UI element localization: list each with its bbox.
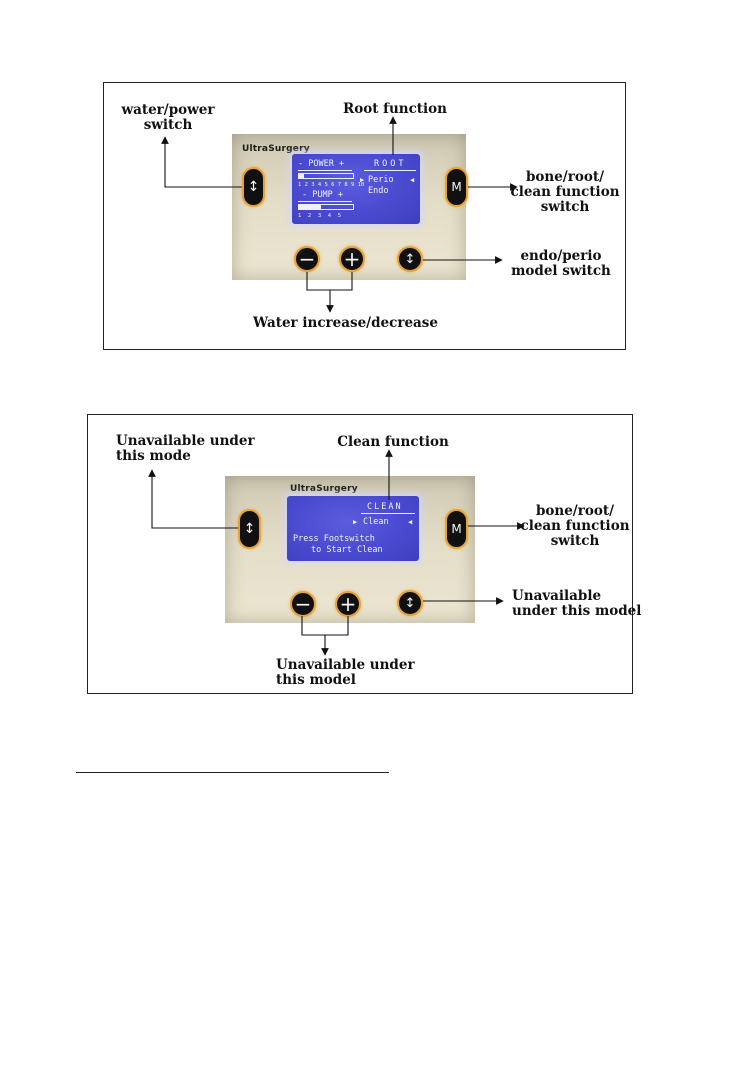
water-increase-button[interactable]: + — [339, 246, 365, 272]
mode-title-underline — [364, 170, 416, 171]
water-power-switch-button[interactable]: ↕ — [242, 167, 265, 207]
menu-item-endo: Endo — [368, 186, 389, 196]
label-water-increase-decrease: Water increase/decrease — [253, 315, 438, 331]
menu-item-perio: Perio — [368, 175, 394, 185]
pump-scale: 1 2 3 4 5 — [298, 213, 342, 219]
mode-title: ROOT — [374, 159, 407, 169]
power-header-underline — [298, 170, 352, 171]
endo-perio-switch-button-2[interactable]: ↕ — [397, 590, 423, 616]
footswitch-message-line1: Press Footswitch — [293, 534, 375, 544]
clean-selected-arrow-right: ◀ — [408, 518, 413, 526]
pump-bar — [298, 204, 354, 210]
function-switch-m-button[interactable]: M — [445, 167, 468, 207]
label-root-function: Root function — [342, 101, 447, 117]
selected-arrow-right: ◀ — [410, 176, 415, 184]
clean-title-underline — [361, 513, 415, 514]
menu-item-clean: Clean — [363, 517, 389, 527]
pump-header: - PUMP + — [302, 190, 343, 200]
pump-bar-fill — [299, 205, 321, 209]
clean-mode-title: CLEAN — [367, 502, 403, 512]
lcd-screen-2: CLEAN ▶ Clean ◀ Press Footswitch to Star… — [287, 496, 419, 561]
endo-perio-switch-button[interactable]: ↕ — [397, 246, 423, 272]
power-bar-fill — [299, 174, 305, 178]
selected-arrow-left: ▶ — [360, 176, 365, 184]
label-clean-function: Clean function — [337, 434, 449, 450]
power-scale: 1 2 3 4 5 6 7 8 9 10 — [298, 182, 365, 188]
water-decrease-button-2[interactable]: − — [290, 591, 316, 617]
water-increase-button-2[interactable]: + — [335, 591, 361, 617]
water-decrease-button[interactable]: − — [294, 246, 320, 272]
footswitch-message-line2: to Start Clean — [311, 545, 383, 555]
lcd-screen-1: - POWER + 1 2 3 4 5 6 7 8 9 10 - PUMP + … — [292, 154, 420, 224]
brand-logo-1: UltraSurgery — [242, 144, 310, 154]
power-bar — [298, 173, 354, 179]
brand-logo-2: UltraSurgery — [290, 484, 358, 494]
pump-header-underline — [298, 201, 352, 202]
footnote-rule — [76, 772, 389, 773]
function-switch-m-button-2[interactable]: M — [445, 509, 468, 549]
clean-selected-arrow-left: ▶ — [353, 518, 358, 526]
power-header: - POWER + — [298, 159, 345, 169]
water-power-switch-button-2[interactable]: ↕ — [238, 509, 261, 549]
